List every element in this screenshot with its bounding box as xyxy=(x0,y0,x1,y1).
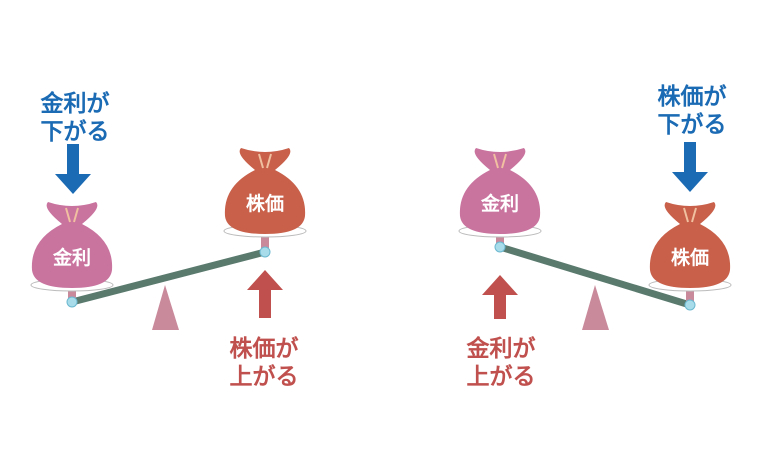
up-arrow-icon xyxy=(247,270,283,318)
right-seesaw: 株価が 下がる 金利 xyxy=(458,83,732,390)
right-bottom-label-line1: 金利が xyxy=(466,335,536,362)
left-seesaw: 金利が 下がる 金利 xyxy=(30,90,307,390)
fulcrum xyxy=(582,285,609,330)
interest-bag: 金利 xyxy=(30,202,114,308)
stock-bag: 株価 xyxy=(648,202,732,311)
up-arrow-icon xyxy=(482,275,518,319)
right-bottom-label-line2: 上がる xyxy=(467,363,536,390)
left-bottom-label-line2: 上がる xyxy=(230,363,299,390)
left-bottom-label-line1: 株価が xyxy=(230,335,299,362)
right-top-label-line2: 下がる xyxy=(658,111,727,138)
interest-bag-label: 金利 xyxy=(52,246,91,269)
left-top-label-line2: 下がる xyxy=(41,118,110,145)
stock-bag-label: 株価 xyxy=(246,192,284,215)
down-arrow-icon xyxy=(55,144,91,194)
down-arrow-icon xyxy=(672,142,708,192)
beam xyxy=(71,248,266,306)
left-top-label-line1: 金利が xyxy=(40,90,110,117)
interest-bag: 金利 xyxy=(458,148,542,253)
beam xyxy=(498,243,692,309)
stock-bag: 株価 xyxy=(223,148,307,258)
interest-bag-label: 金利 xyxy=(480,192,519,215)
right-top-label-line1: 株価が xyxy=(658,83,727,110)
fulcrum xyxy=(152,285,179,330)
stock-bag-label: 株価 xyxy=(671,246,709,269)
